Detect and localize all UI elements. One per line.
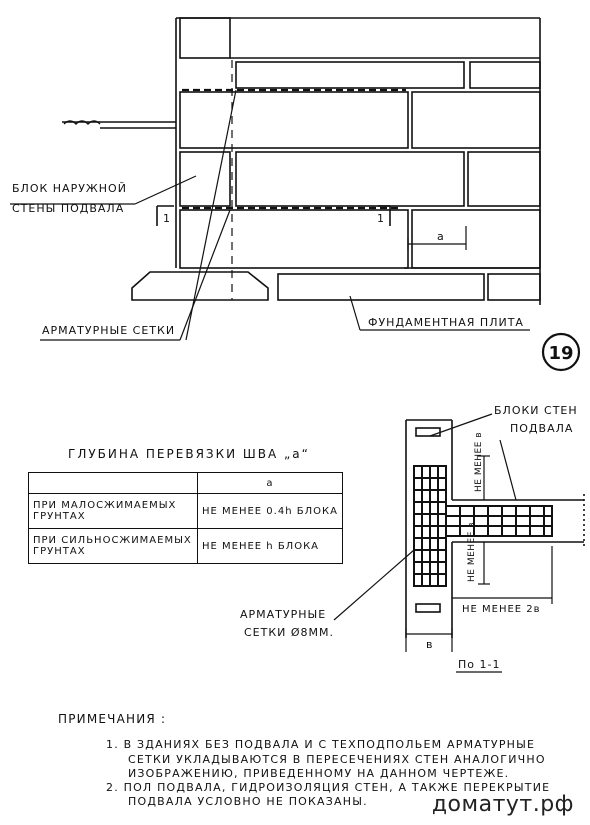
- not-less-2b: НЕ МЕНЕЕ 2в: [462, 604, 541, 615]
- section-dimensions: [333, 413, 553, 673]
- sheet-number: 19: [548, 343, 573, 364]
- section-mesh-label: АРМАТУРНЫЕ: [240, 608, 326, 621]
- section-mesh-horizontal: [445, 505, 553, 537]
- section-caption: По 1-1: [458, 658, 500, 671]
- section-view: [405, 419, 585, 638]
- reinforcement-meshes-label: АРМАТУРНЫЕ СЕТКИ: [42, 324, 175, 337]
- mesh-lines: [182, 60, 406, 300]
- dimension-a-label: а: [437, 230, 445, 243]
- foundation-plate-label: ФУНДАМЕНТНАЯ ПЛИТА: [368, 316, 524, 329]
- note-2-line-1: 2. ПОЛ ПОДВАЛА, ГИДРОИЗОЛЯЦИЯ СТЕН, А ТА…: [106, 781, 551, 794]
- not-less-b-bottom: НЕ МЕНЕЕ в: [467, 522, 477, 582]
- wall-elevation: [175, 17, 541, 305]
- section-mark-right: 1: [377, 212, 385, 225]
- depth-table-title: ГЛУБИНА ПЕРЕВЯЗКИ ШВА „а“: [68, 447, 310, 461]
- table-header-a: а: [197, 472, 343, 494]
- dimension-b-label: в: [426, 638, 433, 651]
- table-row-condition: ПРИ МАЛОСЖИМАЕМЫХ ГРУНТАХ: [28, 493, 198, 529]
- not-less-b-top: НЕ МЕНЕЕ в: [474, 432, 484, 492]
- dimension-a: [407, 226, 467, 250]
- section-marks: [156, 205, 391, 226]
- outer-wall-block-label-2: СТЕНЫ ПОДВАЛА: [12, 202, 124, 215]
- notes-heading: ПРИМЕЧАНИЯ :: [58, 712, 167, 726]
- section-wall-blocks-label: БЛОКИ СТЕН: [494, 404, 578, 417]
- leader-lines: [10, 89, 530, 341]
- table-row-condition: ПРИ СИЛЬНОСЖИМАЕМЫХ ГРУНТАХ: [28, 528, 198, 564]
- section-mark-left: 1: [163, 212, 171, 225]
- footing-cushion: [131, 271, 269, 301]
- table-row: ПРИ СИЛЬНОСЖИМАЕМЫХ ГРУНТАХ НЕ МЕНЕЕ h Б…: [28, 528, 343, 564]
- table-row-value: НЕ МЕНЕЕ 0.4h БЛОКА: [197, 493, 343, 529]
- outer-wall-block-label: БЛОК НАРУЖНОЙ: [12, 182, 127, 195]
- note-2-line-2: ПОДВАЛА УСЛОВНО НЕ ПОКАЗАНЫ.: [128, 795, 368, 808]
- depth-table: а ПРИ МАЛОСЖИМАЕМЫХ ГРУНТАХ НЕ МЕНЕЕ 0.4…: [28, 472, 343, 564]
- ground-line: [62, 120, 176, 129]
- note-1-line-2: СЕТКИ УКЛАДЫВАЮТСЯ В ПЕРЕСЕЧЕНИЯХ СТЕН А…: [128, 753, 546, 766]
- section-wall-blocks-label-2: ПОДВАЛА: [510, 422, 573, 435]
- section-mesh-vertical: [413, 465, 447, 587]
- sheet-number-circle: [541, 332, 581, 372]
- table-row: ПРИ МАЛОСЖИМАЕМЫХ ГРУНТАХ НЕ МЕНЕЕ 0.4h …: [28, 493, 343, 529]
- table-header-empty: [28, 472, 198, 494]
- table-row-value: НЕ МЕНЕЕ h БЛОКА: [197, 528, 343, 564]
- table-header-row: а: [28, 472, 343, 494]
- watermark: доматут.рф: [431, 792, 574, 817]
- note-1-line-1: 1. В ЗДАНИЯХ БЕЗ ПОДВАЛА И С ТЕХПОДПОЛЬЕ…: [106, 738, 536, 751]
- note-1-line-3: ИЗОБРАЖЕНИЮ, ПРИВЕДЕННОМУ НА ДАННОМ ЧЕРТ…: [128, 767, 510, 780]
- section-mesh-label-2: СЕТКИ Ø8ММ.: [244, 626, 334, 639]
